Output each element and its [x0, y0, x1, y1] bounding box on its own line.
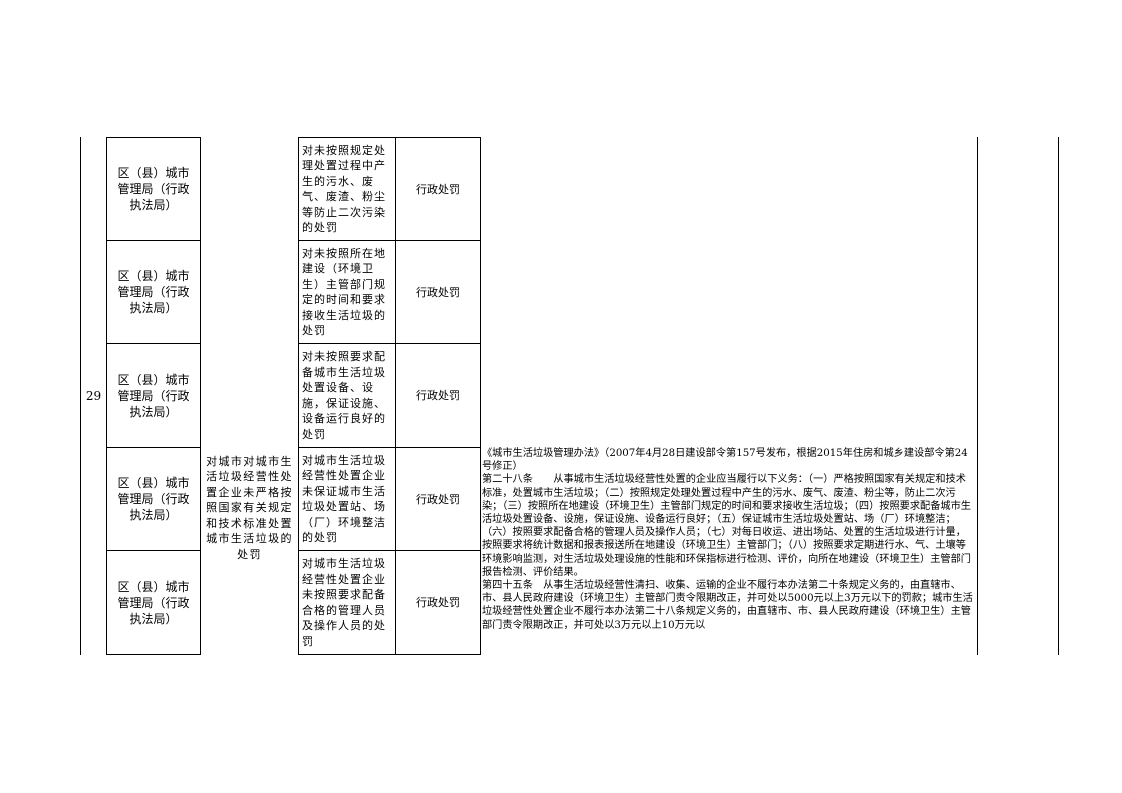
- agency-cell-1: 区（县）城市管理局（行政执法局）: [106, 137, 201, 241]
- item-cell-5: 对城市生活垃圾经营性处置企业未按照要求配备合格的管理人员及操作人员的处罚: [298, 550, 396, 655]
- table-border-right: [1058, 137, 1059, 655]
- agency-cell-4: 区（县）城市管理局（行政执法局）: [106, 447, 201, 551]
- legal-basis-title: 《城市生活垃圾管理办法》（2007年4月28日建设部令第157号发布，根据201…: [482, 448, 968, 473]
- row-number: 29: [85, 389, 102, 403]
- type-cell-3: 行政处罚: [395, 343, 481, 448]
- category-name: 对城市对城市生活垃圾经营性处置企业未严格按照国家有关规定和技术标准处置城市生活垃…: [206, 454, 293, 561]
- item-text-4: 对城市生活垃圾经营性处置企业未保证城市生活垃圾处置站、场（厂）环境整洁的处罚: [302, 453, 386, 545]
- agency-cell-2: 区（县）城市管理局（行政执法局）: [106, 240, 201, 344]
- item-text-1: 对未按照规定处理处置过程中产生的污水、废气、废渣、粉尘等防止二次污染的处罚: [302, 143, 386, 235]
- item-text-2: 对未按照所在地建设（环境卫生）主管部门规定的时间和要求接收生活垃圾的处罚: [302, 246, 386, 338]
- category-cell: 对城市对城市生活垃圾经营性处置企业未严格按照国家有关规定和技术标准处置城市生活垃…: [201, 137, 298, 655]
- legal-basis-article-28: 第二十八条 从事城市生活垃圾经营性处置的企业应当履行以下义务：（一）严格按照国家…: [482, 474, 971, 578]
- type-cell-5: 行政处罚: [395, 550, 481, 655]
- item-cell-3: 对未按照要求配备城市生活垃圾处置设备、设施，保证设施、设备运行良好的处罚: [298, 343, 396, 448]
- agency-cell-3: 区（县）城市管理局（行政执法局）: [106, 343, 201, 448]
- item-text-3: 对未按照要求配备城市生活垃圾处置设备、设施，保证设施、设备运行良好的处罚: [302, 350, 386, 441]
- agency-cell-5: 区（县）城市管理局（行政执法局）: [106, 550, 201, 655]
- table-border-left: [80, 137, 81, 655]
- legal-basis-article-45: 第四十五条 从事生活垃圾经营性清扫、收集、运输的企业不履行本办法第二十条规定义务…: [482, 580, 973, 631]
- basis-column-right-border: [977, 137, 978, 655]
- type-cell-2: 行政处罚: [395, 240, 481, 344]
- type-cell-4: 行政处罚: [395, 447, 481, 551]
- item-cell-2: 对未按照所在地建设（环境卫生）主管部门规定的时间和要求接收生活垃圾的处罚: [298, 240, 396, 344]
- item-cell-1: 对未按照规定处理处置过程中产生的污水、废气、废渣、粉尘等防止二次污染的处罚: [298, 137, 396, 241]
- item-text-5: 对城市生活垃圾经营性处置企业未按照要求配备合格的管理人员及操作人员的处罚: [302, 557, 386, 648]
- type-cell-1: 行政处罚: [395, 137, 481, 241]
- legal-basis-cell: 《城市生活垃圾管理办法》（2007年4月28日建设部令第157号发布，根据201…: [482, 447, 976, 655]
- item-cell-4: 对城市生活垃圾经营性处置企业未保证城市生活垃圾处置站、场（厂）环境整洁的处罚: [298, 447, 396, 551]
